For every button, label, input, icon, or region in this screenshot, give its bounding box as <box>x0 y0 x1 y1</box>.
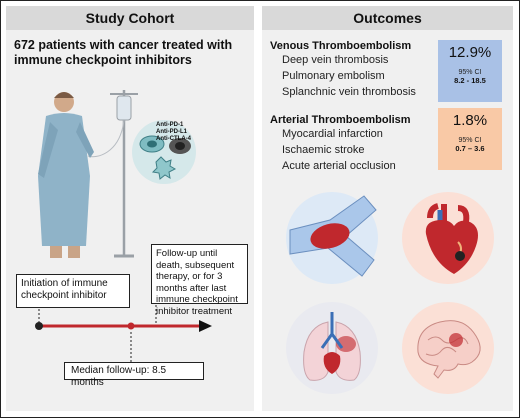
vein-thrombus-icon <box>286 192 378 284</box>
vte-item: Deep vein thrombosis <box>282 54 389 66</box>
ate-ci-label: 95% CI <box>458 137 482 144</box>
outcomes-header: Outcomes <box>262 6 513 30</box>
study-cohort-panel: Study Cohort 672 patients with cancer tr… <box>6 6 254 411</box>
ate-stat-box: 1.8% 95% CI 0.7 – 3.6 <box>438 108 502 170</box>
vte-title: Venous Thromboembolism <box>270 40 412 52</box>
checkpoint-cells-illustration <box>132 120 196 184</box>
drug-label-1: Anti-PD-1 <box>156 122 184 128</box>
initiation-box: Initiation of immune checkpoint inhibito… <box>16 274 130 308</box>
vte-stat-box: 12.9% 95% CI 8.2 - 18.5 <box>438 40 502 102</box>
brain-icon <box>402 302 494 394</box>
ate-ci-range: 0.7 – 3.6 <box>455 144 485 153</box>
patient-iv-illustration <box>38 90 138 258</box>
vte-item: Pulmonary embolism <box>282 70 385 82</box>
ate-item: Myocardial infarction <box>282 128 383 140</box>
ate-item: Ischaemic stroke <box>282 144 365 156</box>
heart-icon <box>402 192 494 284</box>
ate-percent: 1.8% <box>452 112 488 129</box>
drug-label-3: Anti-CTLA-4 <box>156 136 191 142</box>
vte-ci-label: 95% CI <box>458 69 482 76</box>
lungs-icon <box>286 302 378 394</box>
vte-item: Splanchnic vein thrombosis <box>282 86 416 98</box>
ate-item: Acute arterial occlusion <box>282 160 396 172</box>
timeline <box>35 305 212 362</box>
cohort-description: 672 patients with cancer treated with im… <box>14 38 233 67</box>
followup-box: Follow-up until death, subsequent therap… <box>151 244 248 317</box>
vte-percent: 12.9% <box>448 44 492 61</box>
ate-title: Arterial Thromboembolism <box>270 114 411 126</box>
drug-label-2: Anti-PD-L1 <box>156 129 187 135</box>
outcomes-panel: Outcomes Venous Thromboembolism Deep vei… <box>262 6 513 411</box>
median-followup-box: Median follow-up: 8.5 months <box>64 362 204 388</box>
vte-ci-range: 8.2 - 18.5 <box>454 76 486 85</box>
study-cohort-header: Study Cohort <box>6 6 254 30</box>
